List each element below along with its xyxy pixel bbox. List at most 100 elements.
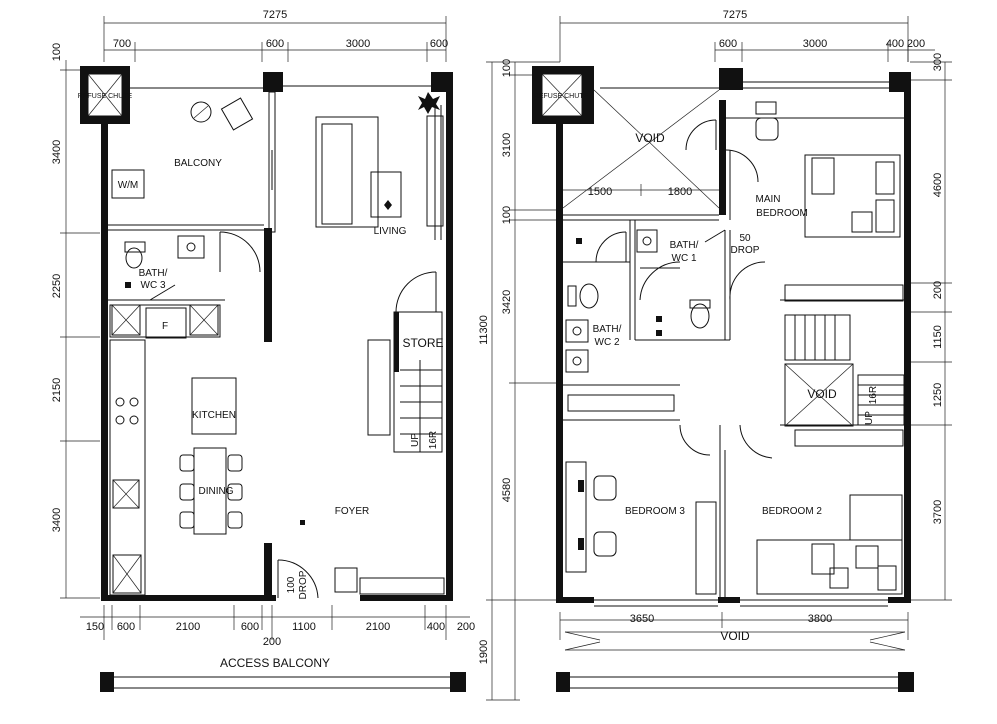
upper-bath2-fixtures — [565, 231, 662, 373]
upper-dim-bottom: 3800 — [808, 613, 832, 625]
lower-dim-bottom: 2100 — [366, 621, 390, 633]
lower-foyer-entrance — [277, 520, 445, 599]
lower-dim-bottom-extra: 200 — [263, 636, 281, 648]
lower-balcony-area — [108, 97, 273, 226]
lower-dim-left: 2250 — [51, 274, 63, 298]
lower-walls — [101, 72, 453, 601]
lower-drop-label: DROP — [298, 570, 309, 599]
upper-void-top-label: VOID — [635, 131, 665, 145]
upper-right-dimensions: 300 4600 200 1150 1250 3700 — [910, 53, 952, 601]
upper-dim-left: 3420 — [501, 290, 513, 314]
lower-dim-bottom: 150 — [86, 621, 104, 633]
lower-top-dimensions: 7275 700 600 3000 600 — [103, 9, 448, 62]
lower-dim-bottom: 600 — [241, 621, 259, 633]
upper-bath1-fixtures — [636, 229, 766, 329]
lower-bath3-label: BATH/ — [139, 268, 168, 279]
lower-dim-left: 3400 — [51, 508, 63, 532]
upper-dim-right: 200 — [932, 281, 944, 299]
upper-dim-left: 4580 — [501, 478, 513, 502]
lower-bottom-dimensions: 150 600 2100 600 1100 2100 400 200 200 — [80, 605, 475, 648]
lower-fridge-label: F — [162, 321, 168, 332]
upper-dim-right: 1150 — [932, 325, 944, 349]
upper-void-bottom-label: VOID — [720, 629, 750, 643]
upper-dim-top: 400 — [886, 38, 904, 50]
lower-dim-top-left: 100 — [51, 43, 63, 61]
lower-drop-value: 100 — [286, 576, 297, 593]
upper-bath1-label: BATH/ — [670, 240, 699, 251]
lower-store-stair — [367, 271, 443, 453]
upper-top-dimensions: 7275 600 3000 400 200 — [559, 9, 935, 62]
upper-dim-top: 3000 — [803, 38, 827, 50]
upper-bedroom2-furniture — [756, 494, 903, 595]
lower-refuse-label: REFUSE CHUTE — [78, 93, 133, 100]
upper-dim-left: 100 — [501, 206, 513, 224]
lower-dim-bottom: 200 — [457, 621, 475, 633]
lower-room-living: LIVING — [374, 226, 407, 237]
lower-stair-risers: 16R — [428, 431, 439, 449]
upper-dim-right: 1250 — [932, 383, 944, 407]
upper-floor-plan: 7275 600 3000 400 200 100 3100 100 3420 … — [478, 9, 952, 701]
lower-bath3-fixtures — [124, 231, 261, 301]
lower-dim-top: 600 — [430, 38, 448, 50]
lower-room-store: STORE — [402, 336, 443, 350]
lower-left-dimensions: 100 3400 2250 2150 3400 — [51, 43, 100, 599]
lower-floor-plan: 7275 700 600 3000 600 100 3400 2250 2150… — [51, 9, 475, 692]
upper-dim-left: 1900 — [478, 640, 490, 664]
lower-dim-left: 2150 — [51, 378, 63, 402]
upper-void-dim: 1500 — [588, 186, 612, 198]
upper-drop-label: DROP — [731, 245, 760, 256]
lower-kitchen-fixtures — [109, 304, 237, 596]
upper-dim-right: 300 — [932, 53, 944, 71]
upper-bedroom3-furniture — [565, 461, 717, 595]
upper-void-dim: 1800 — [668, 186, 692, 198]
upper-main-bedroom-label: BEDROOM — [756, 208, 808, 219]
upper-dim-right: 4600 — [932, 173, 944, 197]
upper-dim-bottom: 3650 — [630, 613, 654, 625]
lower-dining-furniture — [179, 447, 243, 535]
upper-dim-top: 600 — [719, 38, 737, 50]
upper-bath1-label: WC 1 — [672, 253, 697, 264]
lower-dim-bottom: 2100 — [176, 621, 200, 633]
lower-dim-bottom: 600 — [117, 621, 135, 633]
upper-dim-right: 3700 — [932, 500, 944, 524]
upper-stair-void — [567, 284, 905, 459]
lower-dim-bottom: 1100 — [292, 621, 316, 633]
lower-room-foyer: FOYER — [335, 506, 369, 517]
upper-stair-risers: 16R — [868, 386, 879, 404]
lower-access-balcony-label: ACCESS BALCONY — [220, 656, 330, 670]
upper-left-dimensions: 100 3100 100 3420 4580 11300 1900 — [478, 59, 560, 701]
upper-void-mid-label: VOID — [807, 387, 837, 401]
upper-stair-up: UP — [864, 411, 875, 425]
upper-refuse-label: REFUSE CHUTE — [534, 93, 589, 100]
lower-dim-left: 3400 — [51, 140, 63, 164]
lower-dim-top: 700 — [113, 38, 131, 50]
lower-dim-top: 3000 — [346, 38, 370, 50]
upper-dim-left: 3100 — [501, 133, 513, 157]
upper-dim-left: 100 — [501, 59, 513, 77]
lower-dim-total: 7275 — [263, 9, 287, 21]
upper-void-top — [562, 89, 720, 209]
upper-main-bedroom-furniture — [725, 101, 901, 238]
lower-access-balcony — [100, 672, 466, 692]
lower-dim-bottom: 400 — [427, 621, 445, 633]
upper-drop-value: 50 — [739, 233, 751, 244]
upper-bottom-dimensions — [559, 599, 909, 651]
lower-dim-top: 600 — [266, 38, 284, 50]
upper-dim-top: 200 — [907, 38, 925, 50]
lower-room-dining: DINING — [199, 486, 234, 497]
upper-main-bedroom-label: MAIN — [756, 194, 781, 205]
lower-living-furniture — [315, 92, 444, 228]
lower-room-wm: W/M — [118, 180, 139, 191]
upper-bath2-label: BATH/ — [593, 324, 622, 335]
upper-bath2-label: WC 2 — [595, 337, 620, 348]
upper-room-bedroom2: BEDROOM 2 — [762, 506, 822, 517]
lower-room-balcony: BALCONY — [174, 158, 222, 169]
lower-stair-up: UP — [410, 433, 421, 447]
upper-dim-total: 7275 — [723, 9, 747, 21]
upper-refuse-chute: REFUSE CHUTE — [532, 66, 594, 124]
lower-room-kitchen: KITCHEN — [192, 410, 236, 421]
upper-walls — [556, 68, 911, 603]
upper-access-line — [556, 672, 914, 692]
upper-room-bedroom3: BEDROOM 3 — [625, 506, 685, 517]
